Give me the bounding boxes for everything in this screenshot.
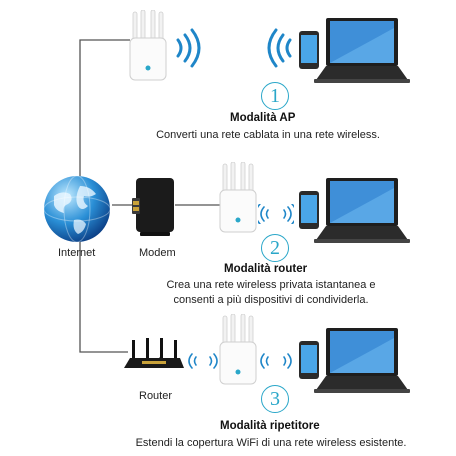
wifi-icon: [188, 353, 218, 369]
phone-icon: [299, 341, 319, 379]
router-label: Router: [139, 390, 173, 402]
wifi-icon: [258, 204, 294, 224]
mode-number-badge: 1: [261, 82, 289, 110]
repeater-icon: [219, 314, 257, 385]
wifi-icon: [176, 28, 201, 68]
modem-icon: [132, 178, 174, 236]
globe-icon: [43, 175, 111, 243]
mode-number-badge: 3: [261, 385, 289, 413]
mode-title: Modalità AP: [230, 112, 296, 124]
internet-label: Internet: [58, 247, 96, 259]
repeater-icon: [129, 10, 167, 81]
mode-description: Crea una rete wireless privata istantane…: [166, 279, 376, 306]
laptop-icon: [314, 18, 410, 83]
repeater-icon: [219, 162, 257, 233]
mode-description: Estendi la copertura WiFi di una rete wi…: [135, 437, 407, 449]
laptop-icon: [314, 328, 410, 393]
phone-icon: [299, 191, 319, 229]
mode-number-badge: 2: [261, 234, 289, 262]
wifi-icon: [267, 28, 292, 68]
phone-icon: [299, 31, 319, 69]
mode-title: Modalità router: [224, 263, 308, 275]
laptop-icon: [314, 178, 410, 243]
modem-label: Modem: [139, 247, 176, 259]
wifi-icon: [260, 353, 292, 369]
mode-description: Converti una rete cablata in una rete wi…: [156, 129, 380, 141]
router-icon: [124, 338, 184, 368]
mode-title: Modalità ripetitore: [220, 420, 320, 432]
